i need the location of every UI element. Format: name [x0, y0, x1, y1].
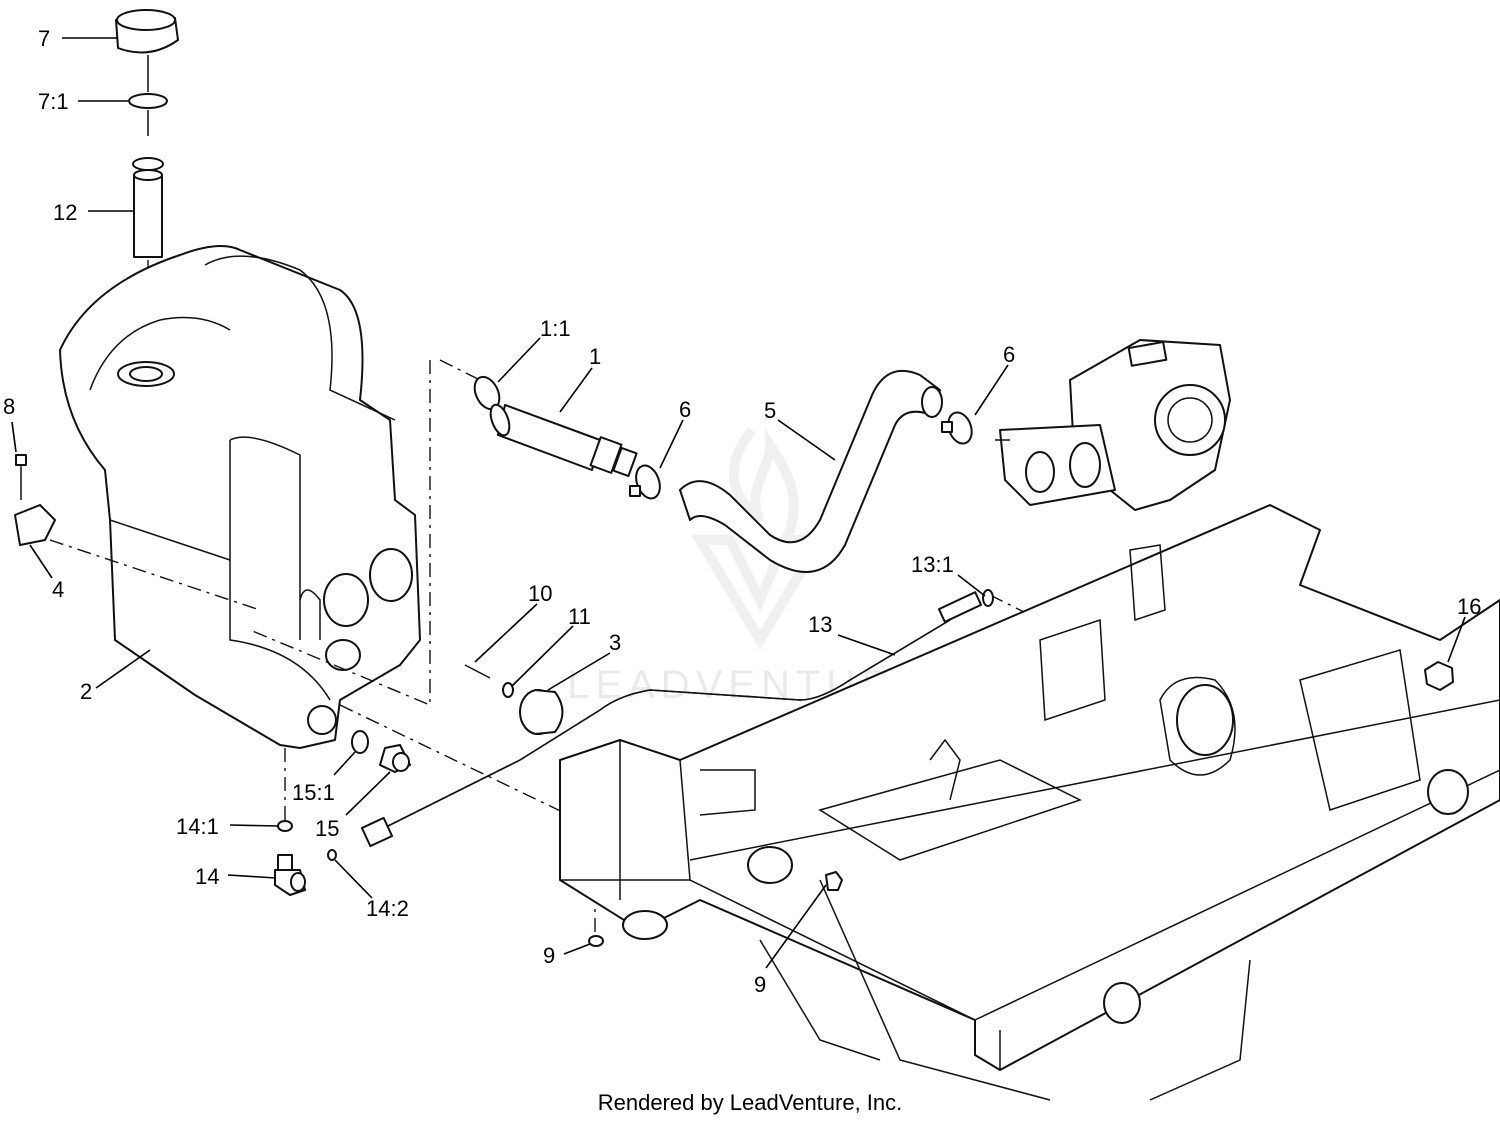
callout-13-1: 13:1 — [911, 552, 954, 577]
callout-9: 9 — [754, 972, 766, 997]
plug — [379, 744, 411, 773]
mower-frame — [559, 504, 1500, 1101]
flange-nut — [588, 935, 604, 947]
washer — [502, 682, 514, 698]
callout-9: 9 — [543, 943, 555, 968]
tube-fitting — [937, 589, 994, 623]
elbow-fitting — [274, 854, 306, 896]
bolt — [15, 454, 27, 500]
filler-tube — [132, 157, 164, 258]
callout-11: 11 — [568, 604, 591, 629]
callout-14-2: 14:2 — [366, 896, 409, 921]
plug-o-ring — [351, 730, 369, 754]
callout-2: 2 — [80, 679, 92, 704]
footer-credit: Rendered by LeadVenture, Inc. — [597, 1090, 903, 1115]
mount-bracket — [14, 504, 56, 546]
callout-6: 6 — [679, 397, 691, 422]
tube-nut — [360, 816, 394, 848]
flange-nut — [825, 871, 843, 891]
callout-4: 4 — [52, 577, 64, 602]
callout-14: 14 — [195, 864, 219, 889]
callout-1-1: 1:1 — [540, 316, 571, 341]
screw — [464, 664, 491, 679]
bumper — [519, 689, 564, 735]
callout-6: 6 — [1003, 342, 1015, 367]
filler-cap — [115, 9, 179, 92]
callout-13: 13 — [808, 612, 832, 637]
elbow-o-ring-2 — [327, 849, 337, 861]
callout-7-1: 7:1 — [38, 89, 69, 114]
callout-15-1: 15:1 — [292, 780, 335, 805]
callout-15: 15 — [315, 816, 339, 841]
callout-16: 16 — [1457, 594, 1481, 619]
callout-1: 1 — [589, 344, 601, 369]
callout-12: 12 — [53, 200, 77, 225]
callout-7: 7 — [38, 26, 50, 51]
hose-clamp — [629, 464, 661, 500]
hydraulic-tank — [59, 245, 421, 749]
callout-5: 5 — [764, 398, 776, 423]
callout-14-1: 14:1 — [176, 814, 219, 839]
cap-o-ring — [128, 93, 168, 109]
lock-nut — [1424, 661, 1454, 691]
elbow-o-ring — [277, 820, 293, 832]
suction-fitting — [489, 403, 638, 478]
callout-3: 3 — [609, 630, 621, 655]
callout-10: 10 — [528, 581, 552, 606]
hydraulic-pump — [995, 339, 1231, 511]
hose-clamp — [941, 411, 973, 445]
callout-8: 8 — [3, 394, 15, 419]
